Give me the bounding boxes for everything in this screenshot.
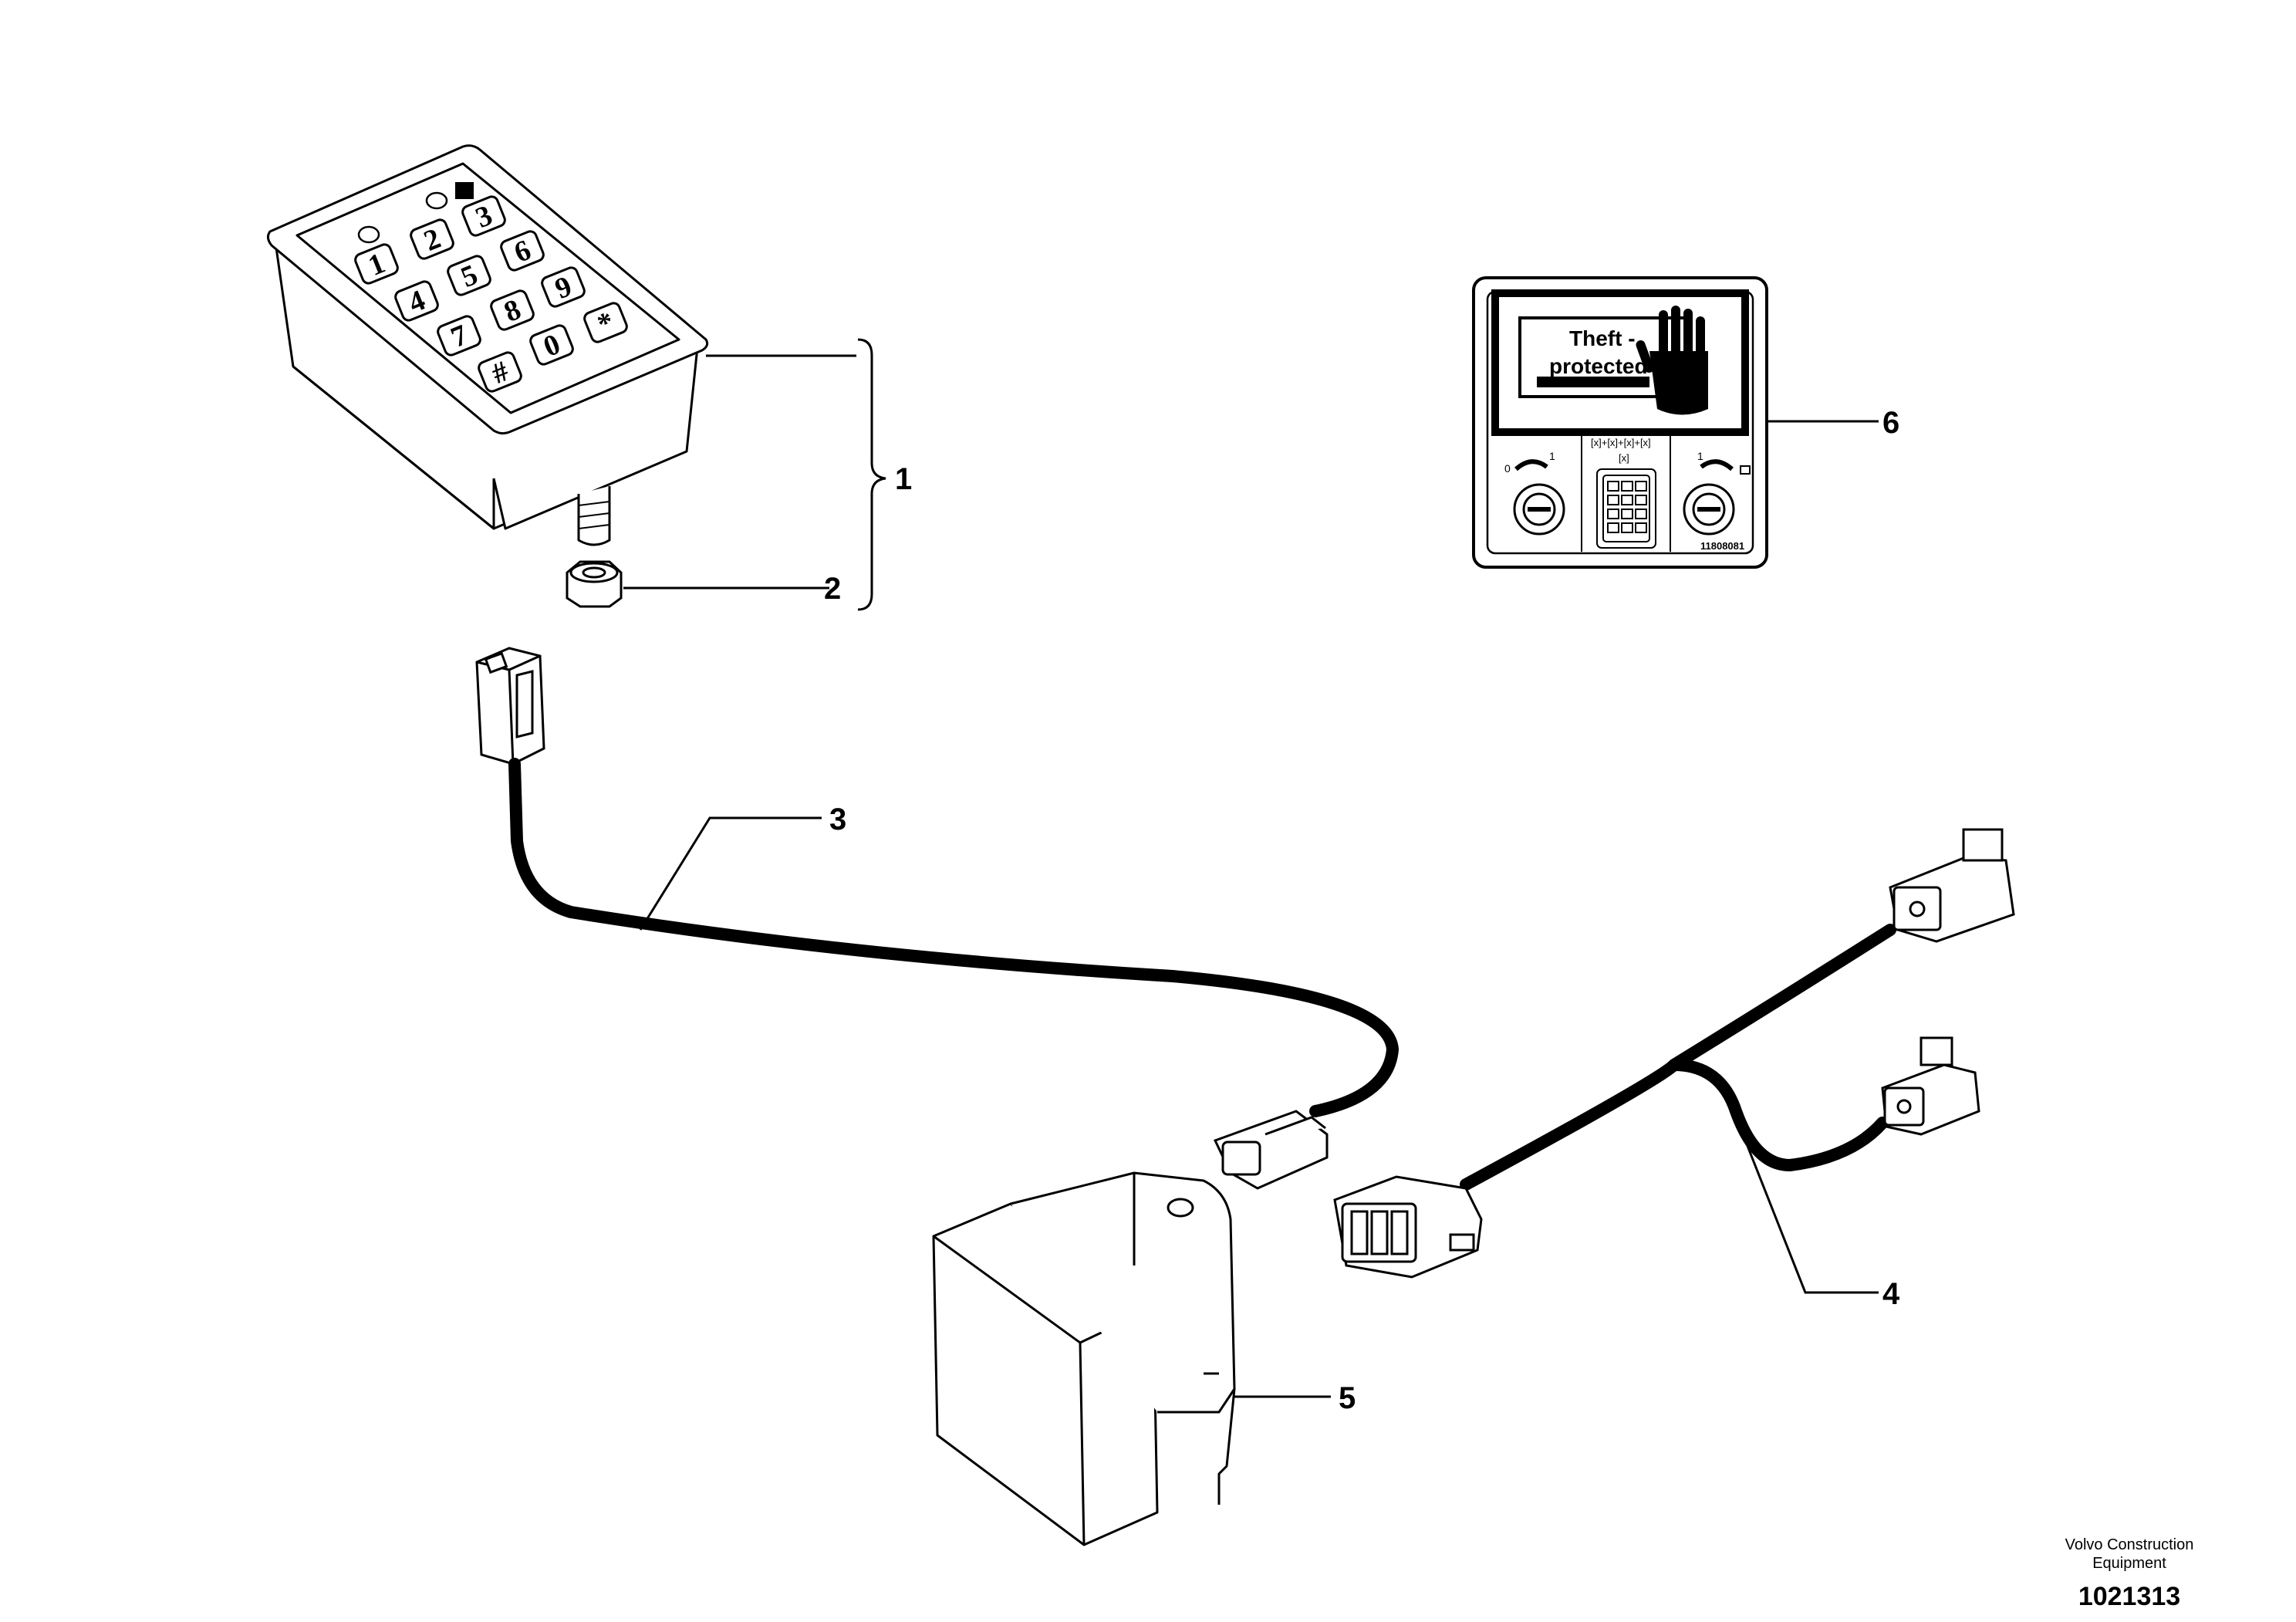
leaders-1-2 (623, 338, 886, 611)
key-8: 8 (490, 289, 535, 331)
led-left-icon (357, 225, 380, 244)
key-3: 3 (461, 195, 506, 237)
led-right-icon (425, 191, 448, 210)
leader-3 (639, 816, 822, 931)
key-6: 6 (500, 230, 545, 272)
drawing-id: 1021313 (2078, 1582, 2181, 1611)
harness-part (1333, 828, 2015, 1279)
stop-hand-icon (1636, 306, 1708, 415)
keypad-keys: 1 2 3 4 5 6 7 8 (354, 182, 628, 393)
decal-line1: Theft - (1569, 326, 1636, 350)
callout-2: 2 (824, 572, 841, 606)
decal-left-switch-1: 1 (1549, 450, 1555, 462)
callout-4: 4 (1882, 1277, 1900, 1311)
decal-part: Theft - protected 1 0 1 [x]+[x]+[x]+[x] … (1472, 276, 1768, 569)
led-square-icon (455, 182, 474, 199)
decal-right-switch-1: 1 (1697, 450, 1703, 462)
key-1: 1 (354, 243, 399, 285)
key-4: 4 (394, 280, 439, 322)
decal-mini-row: [x]+[x]+[x]+[x] (1591, 437, 1651, 448)
decal-mini-sub: [x] (1619, 452, 1629, 464)
decal-part-number: 11808081 (1700, 540, 1744, 552)
decal-left-switch-0: 0 (1504, 462, 1511, 475)
control-unit-part (932, 1171, 1236, 1546)
footer-company-line2: Equipment (2092, 1555, 2166, 1572)
mini-keypad-icon (1596, 468, 1656, 549)
nut-part (566, 560, 623, 608)
key-0: 0 (529, 324, 574, 366)
callout-3: 3 (829, 803, 846, 836)
key-9: 9 (541, 266, 586, 308)
callout-5: 5 (1339, 1381, 1356, 1415)
footer-company-line1: Volvo Construction (2065, 1536, 2194, 1553)
decal-line2: protected (1549, 354, 1648, 378)
left-key-switch-icon (1513, 459, 1565, 536)
key-hash: # (478, 351, 522, 393)
key-5: 5 (447, 255, 491, 296)
key-7: 7 (437, 315, 481, 357)
cable-part (475, 647, 1400, 1190)
key-star: * (583, 302, 628, 343)
callout-1: 1 (895, 462, 912, 496)
footer-company: Volvo Construction Equipment (2021, 1536, 2237, 1573)
key-2: 2 (410, 218, 454, 260)
leader-4 (1746, 1145, 1879, 1294)
right-key-switch-icon (1683, 459, 1751, 536)
callout-6: 6 (1882, 406, 1899, 440)
